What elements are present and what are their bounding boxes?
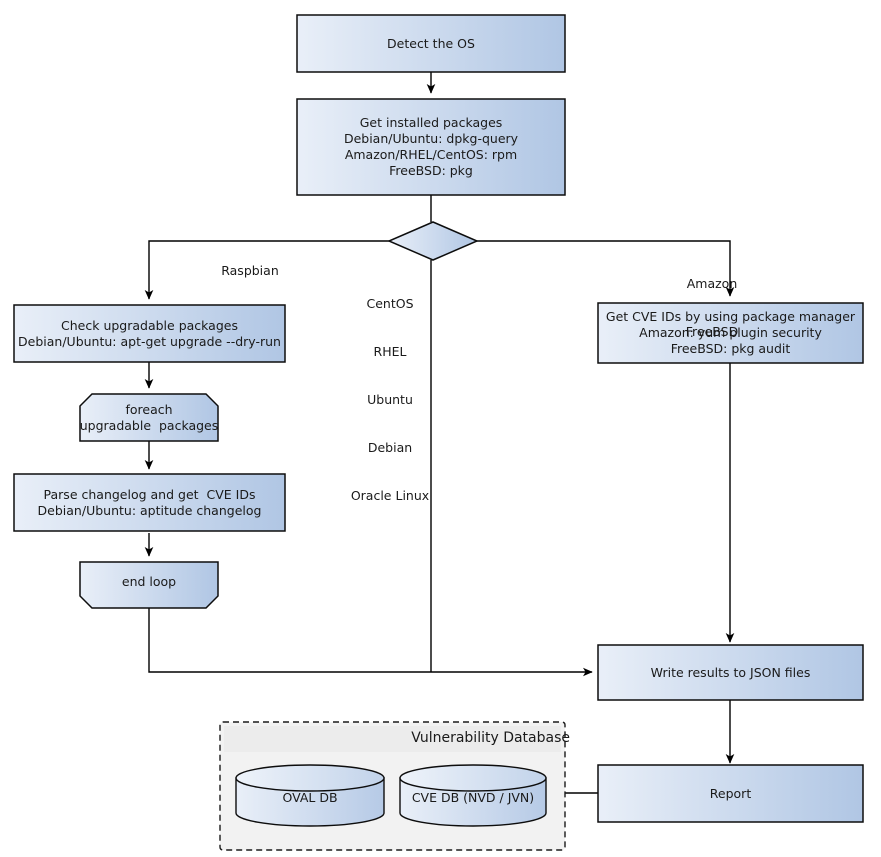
- node-parse-changelog: [13, 473, 286, 532]
- node-oval-db: [235, 764, 385, 827]
- node-get-cve-ids-pkg-manager: [597, 302, 864, 364]
- node-report[interactable]: [598, 765, 863, 822]
- node-report: [597, 764, 864, 823]
- node-end-loop[interactable]: [80, 562, 218, 608]
- node-foreach-loop[interactable]: [80, 394, 218, 441]
- node-write-results[interactable]: [598, 645, 863, 700]
- node-detect-os[interactable]: [297, 15, 565, 72]
- node-end-loop: [79, 561, 219, 609]
- node-get-cve-ids-pkg-manager[interactable]: [598, 303, 863, 363]
- node-cve-db: [399, 764, 547, 827]
- edge-decision-to-amazon: [476, 240, 735, 297]
- node-check-upgradable: [13, 304, 286, 363]
- node-oval-db[interactable]: [236, 765, 384, 826]
- node-get-installed-packages: [296, 98, 566, 196]
- node-write-results: [597, 644, 864, 701]
- edge-endloop-to-write: [148, 608, 593, 677]
- edge-decision-to-raspbian: [144, 240, 390, 300]
- node-os-decision[interactable]: [389, 222, 477, 260]
- node-check-upgradable[interactable]: [14, 305, 285, 362]
- node-parse-changelog[interactable]: [14, 474, 285, 531]
- node-cve-db[interactable]: [400, 765, 546, 826]
- node-get-installed-packages[interactable]: [297, 99, 565, 195]
- node-foreach-loop: [79, 393, 219, 442]
- node-detect-os: [296, 14, 566, 73]
- node-os-decision: [387, 221, 479, 261]
